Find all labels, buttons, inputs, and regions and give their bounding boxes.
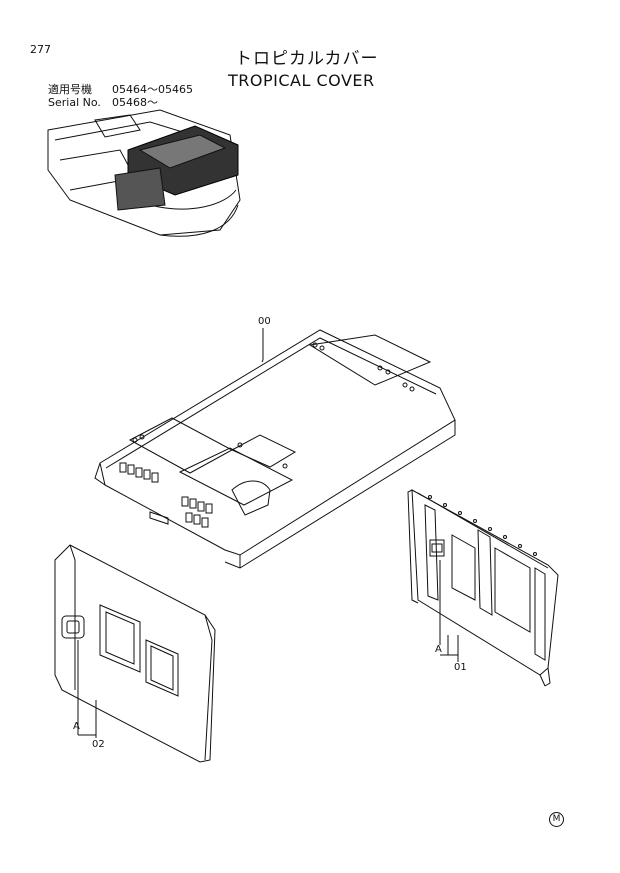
page-title: TROPICAL COVER xyxy=(228,71,375,90)
side-panel-02 xyxy=(54,544,216,763)
serial-range: 05468～ xyxy=(112,96,158,109)
callout-00: 00 xyxy=(258,316,271,327)
callout-01: 01 xyxy=(454,662,467,673)
location-thumbnail xyxy=(47,109,241,237)
page-title-japanese: トロピカルカバー xyxy=(235,49,379,69)
applicability-range: 05464～05465 xyxy=(112,83,193,96)
footer-mark: M xyxy=(549,812,564,827)
side-panel-01 xyxy=(407,489,559,687)
roof-cover-00 xyxy=(94,328,456,569)
serial-label: Serial No. xyxy=(48,96,101,109)
page-number: 277 xyxy=(30,43,51,56)
callout-a-right: A xyxy=(435,644,442,655)
applicability-label: 適用号機 xyxy=(48,83,92,96)
callout-02: 02 xyxy=(92,739,105,750)
callout-a-left: A xyxy=(73,721,80,732)
